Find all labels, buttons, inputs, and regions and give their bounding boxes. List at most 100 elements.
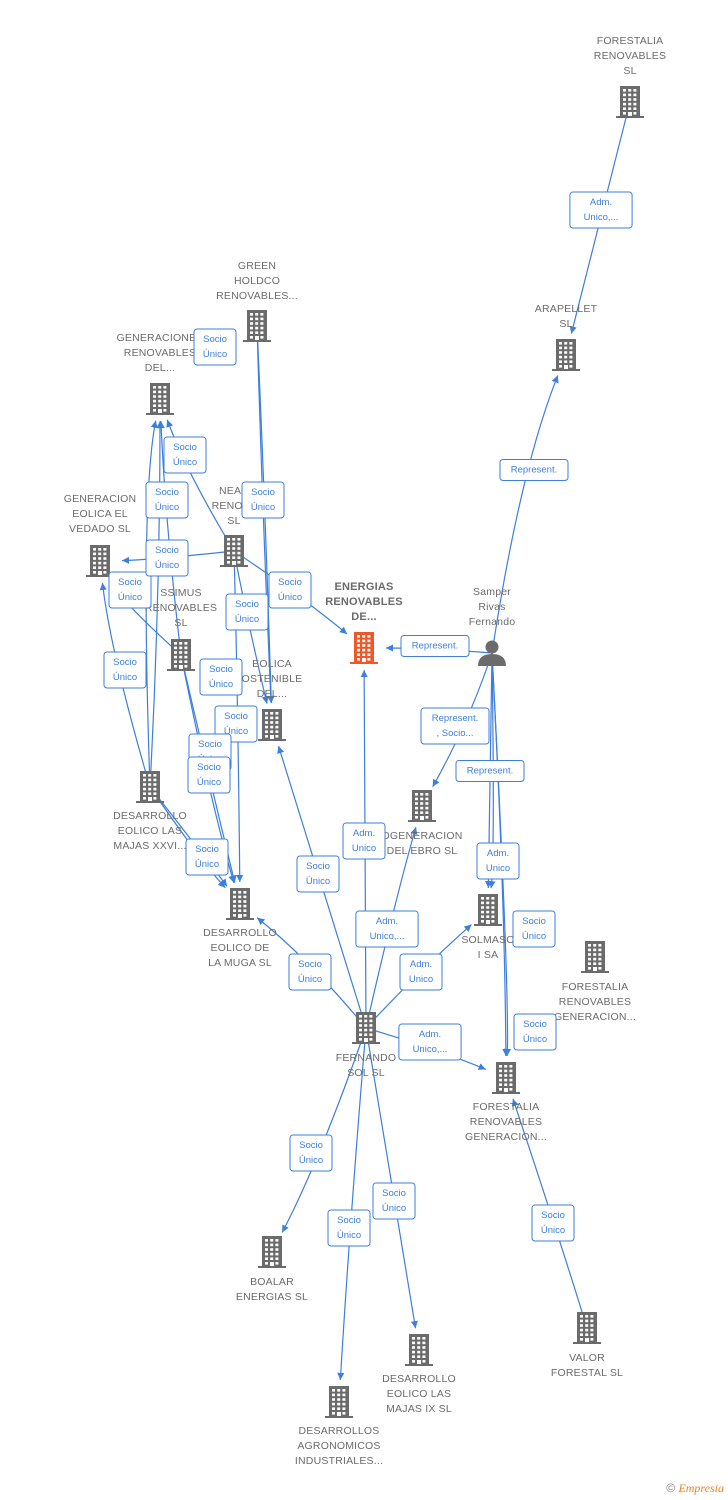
node-green-holdco[interactable]: GREENHOLDCORENOVABLES...: [216, 260, 298, 342]
node-label-line: DESARROLLO: [203, 927, 277, 939]
node-energias[interactable]: ENERGIASRENOVABLESDE...: [325, 581, 403, 664]
node-label-line: VALOR: [569, 1352, 605, 1364]
relation-label[interactable]: Adm.Unico: [342, 822, 386, 860]
node-label-line: RENOVABLES: [145, 602, 217, 614]
edge-nearco-to-generaciones_renov: [166, 419, 235, 552]
relation-label[interactable]: Represent.: [455, 760, 525, 782]
node-label-line: VEDADO SL: [69, 523, 131, 535]
relation-label[interactable]: Represent.: [499, 459, 569, 481]
building-icon[interactable]: [492, 1062, 520, 1094]
relation-label-text: Único: [195, 859, 219, 870]
relation-label-text: Represent.: [467, 766, 513, 777]
building-icon[interactable]: [86, 545, 114, 577]
building-icon[interactable]: [474, 894, 502, 926]
relation-label[interactable]: Adm.Unico: [399, 953, 443, 991]
relation-label-text: Socio: [209, 664, 233, 675]
node-label-line: DE...: [351, 611, 376, 623]
building-icon[interactable]: [258, 709, 286, 741]
relation-label-text: Socio: [173, 442, 197, 453]
building-icon[interactable]: [581, 941, 609, 973]
relation-label[interactable]: Adm.Unico: [476, 842, 520, 880]
node-agronomicos[interactable]: DESARROLLOSAGRONOMICOSINDUSTRIALES...: [295, 1386, 383, 1467]
building-icon[interactable]: [258, 1236, 286, 1268]
node-eolica-sostenible[interactable]: EOLICAOSTENIBLEDEL...: [242, 658, 303, 741]
node-label-line: SOL SL: [347, 1067, 385, 1079]
node-label-line: I SA: [478, 949, 499, 961]
building-icon[interactable]: [405, 1334, 433, 1366]
relation-label[interactable]: Adm.Unico,...: [569, 191, 633, 229]
relation-label-text: Único: [118, 592, 142, 603]
node-forestalia-gen2[interactable]: FORESTALIARENOVABLESGENERACION...: [465, 1062, 547, 1143]
node-label-line: FERNANDO: [336, 1052, 397, 1064]
building-icon[interactable]: [325, 1386, 353, 1418]
building-icon[interactable]: [226, 888, 254, 920]
relation-label[interactable]: Represent., Socio...: [420, 707, 490, 745]
edges-layer: [99, 101, 631, 1381]
relation-label[interactable]: Adm.Unico,...: [398, 1023, 462, 1061]
relation-label-text: Socio: [113, 657, 137, 668]
node-label-line: LA MUGA SL: [208, 957, 272, 969]
relation-label-text: Socio: [522, 916, 546, 927]
relation-label[interactable]: Adm.Unico,...: [355, 910, 419, 948]
node-fernando-sol[interactable]: FERNANDO SOL SL: [336, 1012, 397, 1079]
relation-label[interactable]: Represent.: [400, 635, 470, 657]
building-icon[interactable]: [616, 86, 644, 118]
building-icon[interactable]: [573, 1312, 601, 1344]
building-icon[interactable]: [352, 1012, 380, 1044]
building-icon[interactable]: [552, 339, 580, 371]
building-icon[interactable]: [220, 535, 248, 567]
relation-label-text: Único: [173, 457, 197, 468]
node-label-line: ENERGIAS SL: [236, 1291, 308, 1303]
relation-label-text: , Socio...: [437, 728, 474, 739]
building-icon[interactable]: [146, 383, 174, 415]
node-forestalia-gen1[interactable]: FORESTALIARENOVABLESGENERACION...: [554, 941, 636, 1023]
building-icon[interactable]: [350, 632, 378, 664]
relation-label-text: Unico,...: [370, 931, 405, 942]
building-icon[interactable]: [136, 771, 164, 803]
person-icon[interactable]: [478, 640, 506, 667]
node-label-line: GREEN: [238, 260, 276, 272]
node-label-line: RENOVABLES: [470, 1116, 542, 1128]
node-label-line: SL: [227, 515, 240, 527]
node-label-line: DESARROLLO: [113, 810, 187, 822]
node-generaciones-renov[interactable]: GENERACIONESRENOVABLESDEL...: [117, 332, 204, 415]
building-icon[interactable]: [408, 790, 436, 822]
building-icon[interactable]: [243, 310, 271, 342]
empresia-logo[interactable]: Empresia: [678, 1481, 724, 1495]
building-icon[interactable]: [167, 639, 195, 671]
relation-label-text: Socio: [298, 959, 322, 970]
